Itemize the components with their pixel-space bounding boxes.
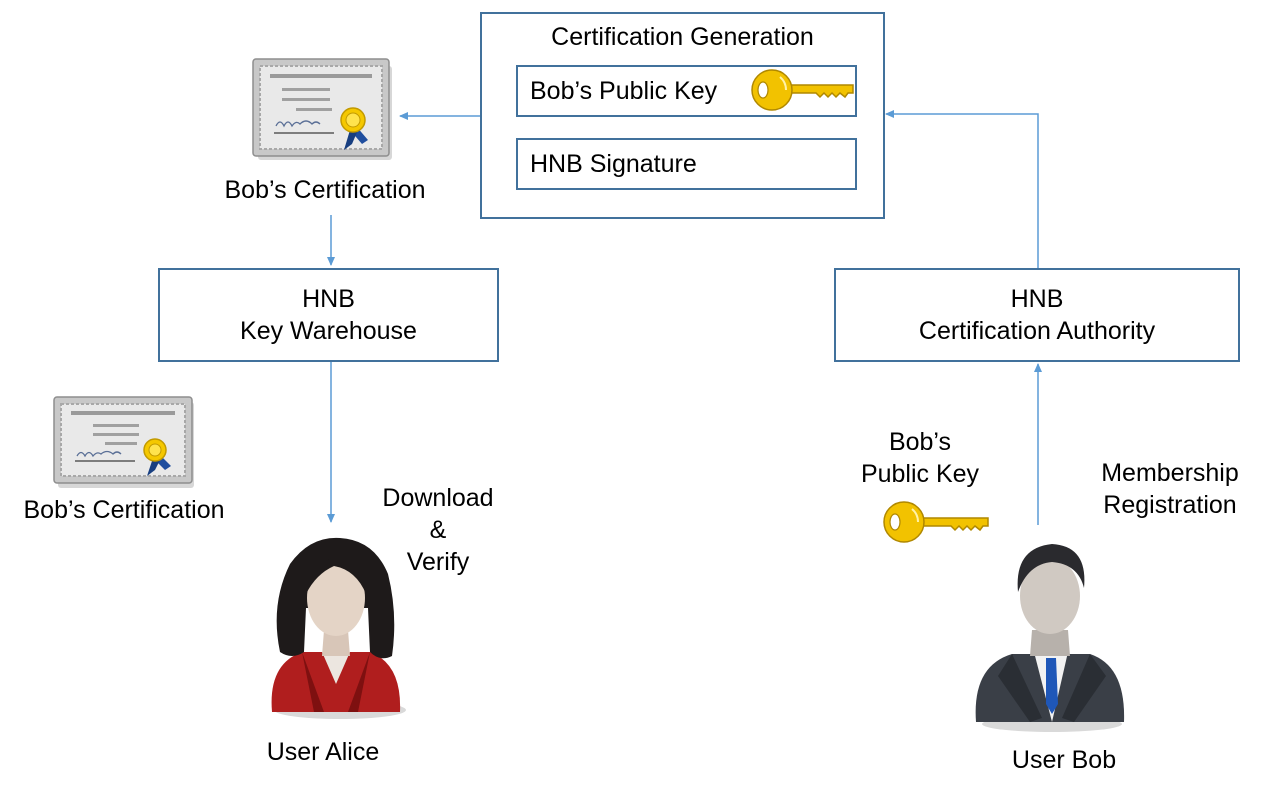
user-bob-avatar bbox=[975, 544, 1125, 732]
key-warehouse-line2: Key Warehouse bbox=[240, 317, 417, 345]
bobs-public-key-line1: Bob’s bbox=[888, 428, 952, 456]
certificate-icon-left bbox=[53, 396, 194, 488]
bobs-certification-label-top: Bob’s Certification bbox=[224, 176, 426, 204]
user-alice-avatar bbox=[271, 537, 406, 719]
certification-authority-box: HNB Certification Authority bbox=[834, 268, 1240, 362]
bobs-certification-label-left: Bob’s Certification bbox=[23, 496, 225, 524]
user-alice-label: User Alice bbox=[266, 738, 380, 766]
user-bob-label: User Bob bbox=[1011, 746, 1117, 774]
public-key-label: Bob’s Public Key bbox=[530, 76, 718, 105]
key-warehouse-line1: HNB bbox=[302, 285, 355, 313]
key-icon bbox=[751, 69, 854, 111]
membership-registration-line2: Registration bbox=[1103, 491, 1237, 519]
verify-label: Verify bbox=[406, 548, 470, 576]
signature-field: HNB Signature bbox=[516, 138, 857, 190]
certification-authority-line1: HNB bbox=[1010, 285, 1064, 313]
bobs-public-key-line2: Public Key bbox=[860, 460, 980, 488]
download-label: Download bbox=[382, 484, 494, 512]
certification-generation-title: Certification Generation bbox=[551, 23, 814, 51]
certificate-icon-top bbox=[252, 58, 392, 160]
ampersand-label: & bbox=[429, 516, 447, 544]
certification-authority-line2: Certification Authority bbox=[918, 317, 1156, 345]
signature-label: HNB Signature bbox=[530, 149, 697, 178]
key-warehouse-box: HNB Key Warehouse bbox=[158, 268, 499, 362]
key-icon-bob bbox=[883, 501, 989, 543]
arrow-authority-to-generation bbox=[885, 110, 1039, 268]
membership-registration-line1: Membership bbox=[1101, 459, 1239, 487]
